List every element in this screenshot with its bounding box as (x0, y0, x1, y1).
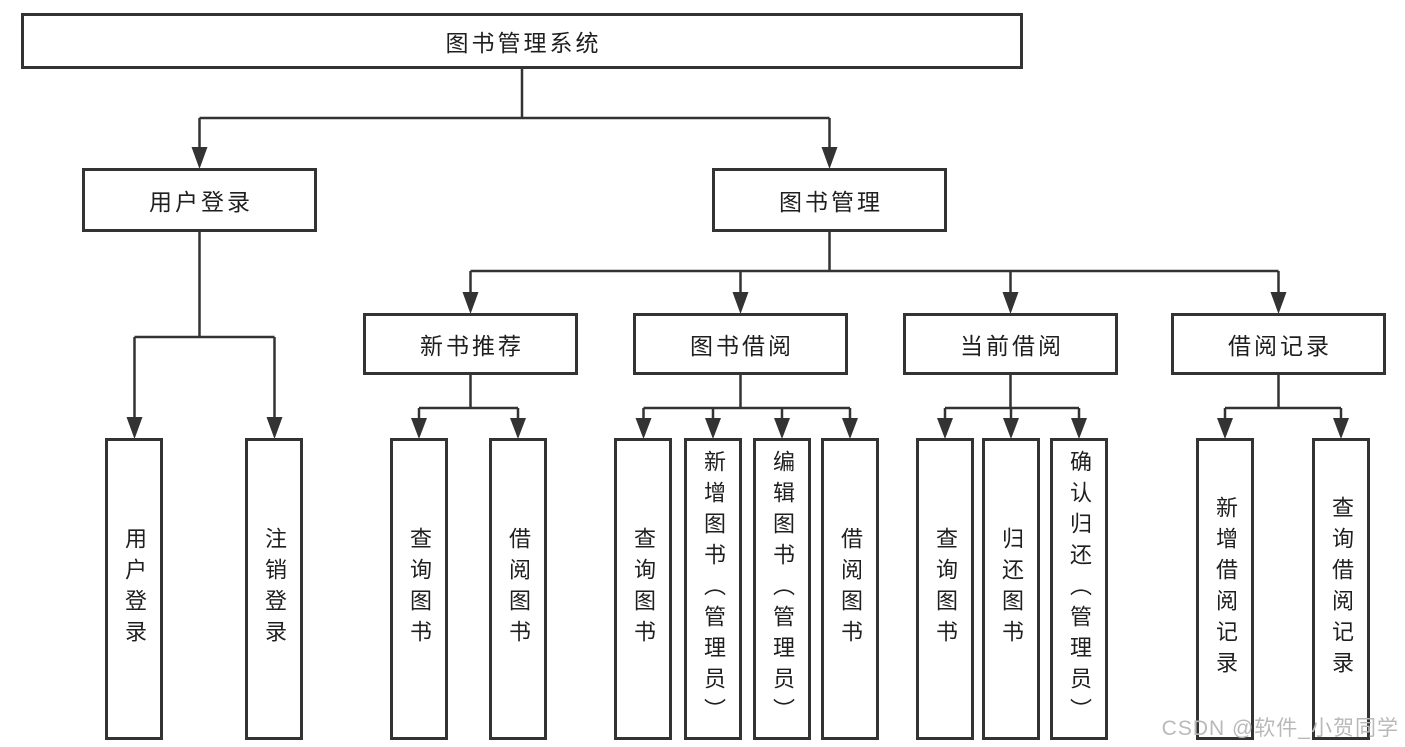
arrow-icon (635, 418, 652, 439)
connector-book-borrow-children (642, 375, 852, 418)
arrow-icon (462, 292, 479, 314)
node-root-label: 图书管理系统 (445, 30, 602, 56)
leaf-borrow-query-books: 查询图书 (614, 438, 672, 740)
arrow-icon (732, 292, 749, 314)
node-user-login-label: 用户登录 (149, 189, 253, 215)
connector-book-management-children (469, 232, 1280, 292)
leaf-logout-label: 注销登录 (262, 527, 287, 651)
leaf-user-login: 用户登录 (105, 438, 163, 740)
arrow-icon (191, 147, 208, 169)
arrow-icon (842, 418, 858, 439)
arrow-icon (821, 147, 838, 169)
leaf-borrow-books-label: 借阅图书 (838, 527, 863, 651)
leaf-add-books-admin: 新增图书（管理员） (684, 438, 742, 740)
arrow-icon (1003, 418, 1019, 439)
node-new-book-recommend: 新书推荐 (363, 313, 578, 375)
arrowheads (126, 147, 1349, 439)
node-book-management-label: 图书管理 (779, 189, 883, 215)
node-book-borrow: 图书借阅 (633, 313, 848, 375)
leaf-recommend-borrow-books-label: 借阅图书 (506, 527, 531, 651)
leaf-recommend-borrow-books: 借阅图书 (489, 438, 547, 740)
leaf-edit-books-admin: 编辑图书（管理员） (753, 438, 811, 740)
leaf-add-books-admin-label: 新增图书（管理员） (701, 449, 726, 729)
leaf-recommend-query-books: 查询图书 (390, 438, 448, 740)
leaf-confirm-return-admin: 确认归还（管理员） (1050, 438, 1108, 740)
arrow-icon (126, 417, 143, 439)
leaf-borrow-query-books-label: 查询图书 (631, 527, 656, 651)
leaf-query-borrow-record: 查询借阅记录 (1312, 438, 1370, 740)
node-current-borrow: 当前借阅 (903, 313, 1118, 375)
arrow-icon (1217, 418, 1233, 439)
node-borrow-records-label: 借阅记录 (1228, 333, 1332, 359)
node-new-book-recommend-label: 新书推荐 (420, 333, 524, 359)
connector-root-to-level2 (198, 69, 831, 147)
leaf-logout: 注销登录 (245, 438, 303, 740)
arrow-icon (266, 417, 283, 439)
csdn-watermark: CSDN @软件_小贺同学 (1161, 717, 1399, 740)
arrow-icon (1333, 418, 1349, 439)
connector-new-book-recommend-children (417, 375, 520, 418)
leaf-current-query-books-label: 查询图书 (933, 527, 958, 651)
arrow-icon (937, 418, 953, 439)
connector-current-borrow-children (943, 375, 1081, 418)
connector-user-login-children (133, 232, 276, 417)
node-root: 图书管理系统 (21, 13, 1023, 69)
arrow-icon (1071, 418, 1087, 439)
arrow-icon (510, 418, 526, 439)
arrow-icon (411, 418, 427, 439)
node-borrow-records: 借阅记录 (1171, 313, 1386, 375)
leaf-add-borrow-record-label: 新增借阅记录 (1213, 496, 1238, 682)
leaf-user-login-label: 用户登录 (122, 527, 147, 651)
leaf-confirm-return-admin-label: 确认归还（管理员） (1067, 449, 1092, 729)
arrow-icon (1002, 292, 1019, 314)
leaf-return-books-label: 归还图书 (999, 527, 1024, 651)
leaf-edit-books-admin-label: 编辑图书（管理员） (770, 449, 795, 729)
node-book-management: 图书管理 (712, 168, 947, 232)
node-user-login: 用户登录 (82, 168, 317, 232)
node-book-borrow-label: 图书借阅 (690, 333, 794, 359)
leaf-add-borrow-record: 新增借阅记录 (1196, 438, 1254, 740)
connector-paths (133, 69, 1343, 418)
arrow-icon (1270, 292, 1287, 314)
node-current-borrow-label: 当前借阅 (960, 333, 1064, 359)
leaf-borrow-books: 借阅图书 (821, 438, 879, 740)
leaf-current-query-books: 查询图书 (916, 438, 974, 740)
arrow-icon (705, 418, 721, 439)
leaf-query-borrow-record-label: 查询借阅记录 (1329, 496, 1354, 682)
connector-borrow-records-children (1223, 375, 1343, 418)
arrow-icon (774, 418, 790, 439)
leaf-recommend-query-books-label: 查询图书 (407, 527, 432, 651)
leaf-return-books: 归还图书 (982, 438, 1040, 740)
